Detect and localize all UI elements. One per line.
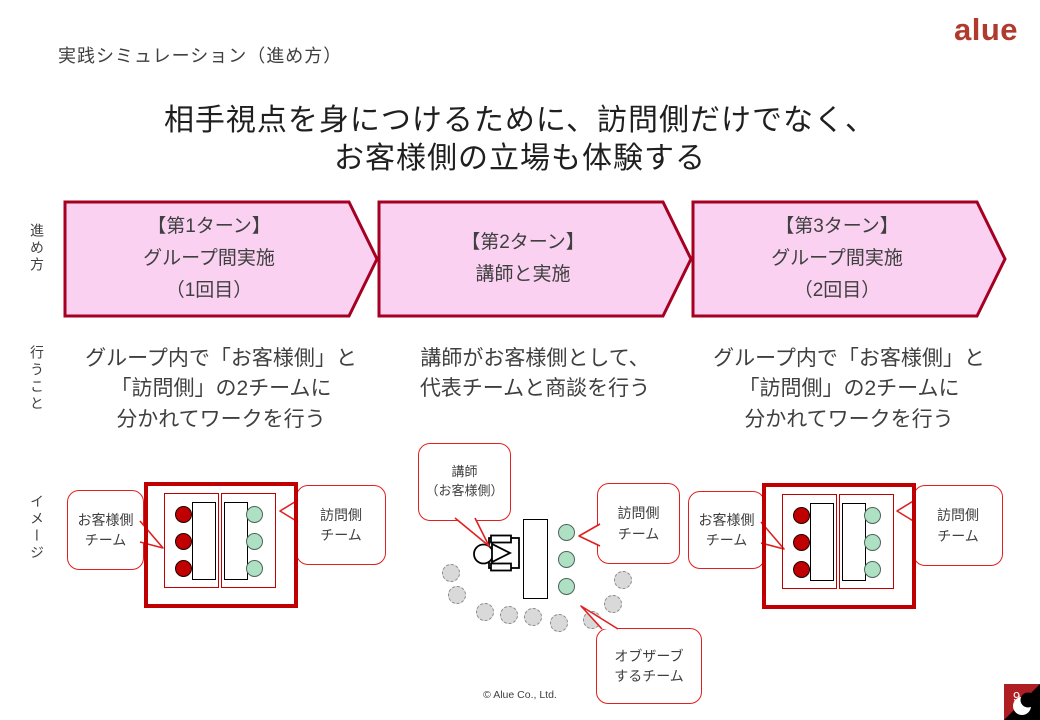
page-number: 9 xyxy=(1013,689,1020,704)
visitor-participant-dot xyxy=(246,506,263,523)
observer-participant-dot xyxy=(614,571,632,589)
observer-participant-dot xyxy=(442,564,460,582)
visitor-side-box xyxy=(839,494,894,589)
customer-participant-dot xyxy=(793,534,810,551)
chevron-shape xyxy=(691,200,1007,318)
table-icon xyxy=(224,502,248,580)
turn3-arrow: 【第3ターン】 グループ間実施 （2回目） xyxy=(691,200,1007,318)
row-label-image: イメージ xyxy=(29,494,45,562)
key-message: 相手視点を身につけるために、訪問側だけでなく、 お客様側の立場も体験する xyxy=(163,104,877,176)
visitor-participant-dot xyxy=(558,551,575,568)
observer-participant-dot xyxy=(604,595,622,613)
visitor-side-box xyxy=(221,493,276,588)
customer-side-box xyxy=(782,494,837,589)
customer-participant-dot xyxy=(175,506,192,523)
chevron-shape xyxy=(377,200,693,318)
turn2-action-text: 講師がお客様側として、 代表チームと商談を行う xyxy=(419,347,651,401)
negotiation-table-icon xyxy=(523,519,548,599)
page-number-corner: 9 xyxy=(1004,684,1040,720)
callout-tail xyxy=(454,517,490,547)
table-icon xyxy=(192,502,216,580)
customer-participant-dot xyxy=(793,507,810,524)
visitor-participant-dot xyxy=(558,524,575,541)
visitor-team-callout-1: 訪問側 チーム xyxy=(296,485,386,565)
row-label-action: 行うこと xyxy=(29,345,45,413)
customer-participant-dot xyxy=(175,560,192,577)
callout-tail xyxy=(580,605,619,630)
visitor-team-callout-2: 訪問側 チーム xyxy=(597,483,680,564)
callout-tail xyxy=(760,521,785,550)
copyright-text: © Alue Co., Ltd. xyxy=(483,689,557,701)
visitor-participant-dot xyxy=(864,561,881,578)
turn1-arrow: 【第1ターン】 グループ間実施 （1回目） xyxy=(63,200,379,318)
customer-team-callout-1: お客様側 チーム xyxy=(67,490,144,570)
visitor-team-callout-3: 訪問側 チーム xyxy=(913,485,1003,566)
slide-title: 実践シミュレーション（進め方） xyxy=(58,46,343,66)
table-icon xyxy=(810,503,834,581)
instructor-callout: 講師 （お客様側） xyxy=(418,443,511,521)
visitor-participant-dot xyxy=(246,533,263,550)
observer-team-callout: オブザーブ するチーム xyxy=(596,628,702,704)
instructor-seat-person-icon xyxy=(473,534,520,572)
visitor-participant-dot xyxy=(558,578,575,595)
observer-participant-dot xyxy=(448,586,466,604)
turn1-action-text: グループ内で「お客様側」と 「訪問側」の2チームに 分かれてワークを行う xyxy=(85,347,357,431)
observer-participant-dot xyxy=(500,606,518,624)
chevron-shape xyxy=(63,200,379,318)
turn3-arrow-label: 【第3ターン】 グループ間実施 （2回目） xyxy=(771,215,903,302)
visitor-participant-dot xyxy=(864,507,881,524)
turn2-arrow-label: 【第2ターン】 講師と実施 xyxy=(461,231,585,285)
group-room-box-1 xyxy=(144,482,298,608)
callout-tail xyxy=(279,499,299,523)
visitor-participant-dot xyxy=(864,534,881,551)
turn1-arrow-label: 【第1ターン】 グループ間実施 （1回目） xyxy=(143,215,275,302)
observer-participant-dot xyxy=(524,608,542,626)
turn2-arrow: 【第2ターン】 講師と実施 xyxy=(377,200,693,318)
visitor-participant-dot xyxy=(246,560,263,577)
customer-team-callout-2: お客様側 チーム xyxy=(688,491,765,569)
customer-side-box xyxy=(164,493,219,588)
callout-tail xyxy=(896,499,916,523)
table-icon xyxy=(842,503,866,581)
customer-participant-dot xyxy=(175,533,192,550)
alue-logo: alue xyxy=(953,12,1018,47)
observer-participant-dot xyxy=(476,603,494,621)
callout-tail xyxy=(578,523,601,547)
customer-participant-dot xyxy=(793,561,810,578)
turn3-action-text: グループ内で「お客様側」と 「訪問側」の2チームに 分かれてワークを行う xyxy=(713,347,985,431)
group-room-box-2 xyxy=(762,483,916,609)
row-label-process: 進め方 xyxy=(29,223,45,274)
observer-participant-dot xyxy=(550,614,568,632)
